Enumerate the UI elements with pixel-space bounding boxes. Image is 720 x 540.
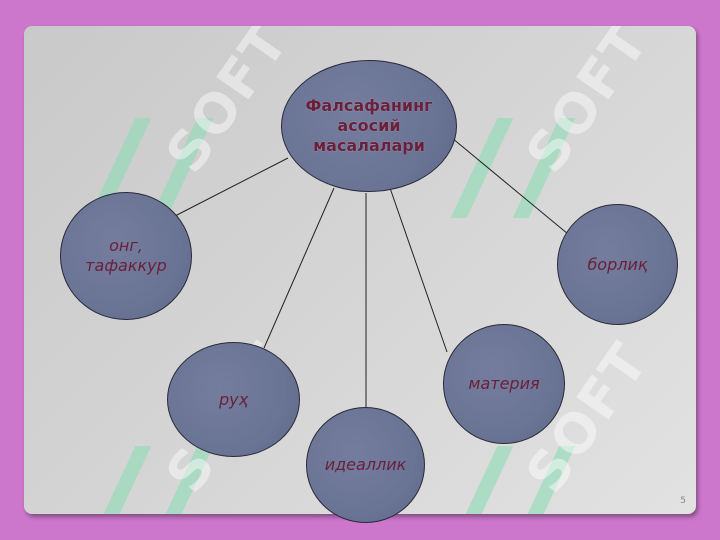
connector-borliq bbox=[451, 137, 569, 235]
node-ong: онг, тафаккур bbox=[60, 192, 192, 320]
node-borliq-label: борлиқ bbox=[587, 254, 648, 274]
node-ruh: руҳ bbox=[167, 342, 300, 457]
node-materiya: материя bbox=[443, 324, 565, 444]
node-ruh-label: руҳ bbox=[218, 389, 249, 409]
node-idealik: идеаллик bbox=[306, 407, 425, 523]
page-number: 5 bbox=[680, 496, 686, 506]
node-ong-label: онг, тафаккур bbox=[85, 236, 167, 275]
connector-ruh bbox=[263, 187, 335, 349]
node-borliq: борлиқ bbox=[557, 204, 678, 325]
node-materiya-label: материя bbox=[468, 374, 540, 393]
connector-materiya bbox=[389, 187, 448, 353]
node-idealik-label: идеаллик bbox=[324, 455, 407, 474]
central-node: Фалсафанинг асосий масалалари bbox=[281, 60, 457, 192]
connector-ong bbox=[174, 157, 289, 217]
central-node-label: Фалсафанинг асосий масалалари bbox=[305, 96, 433, 155]
